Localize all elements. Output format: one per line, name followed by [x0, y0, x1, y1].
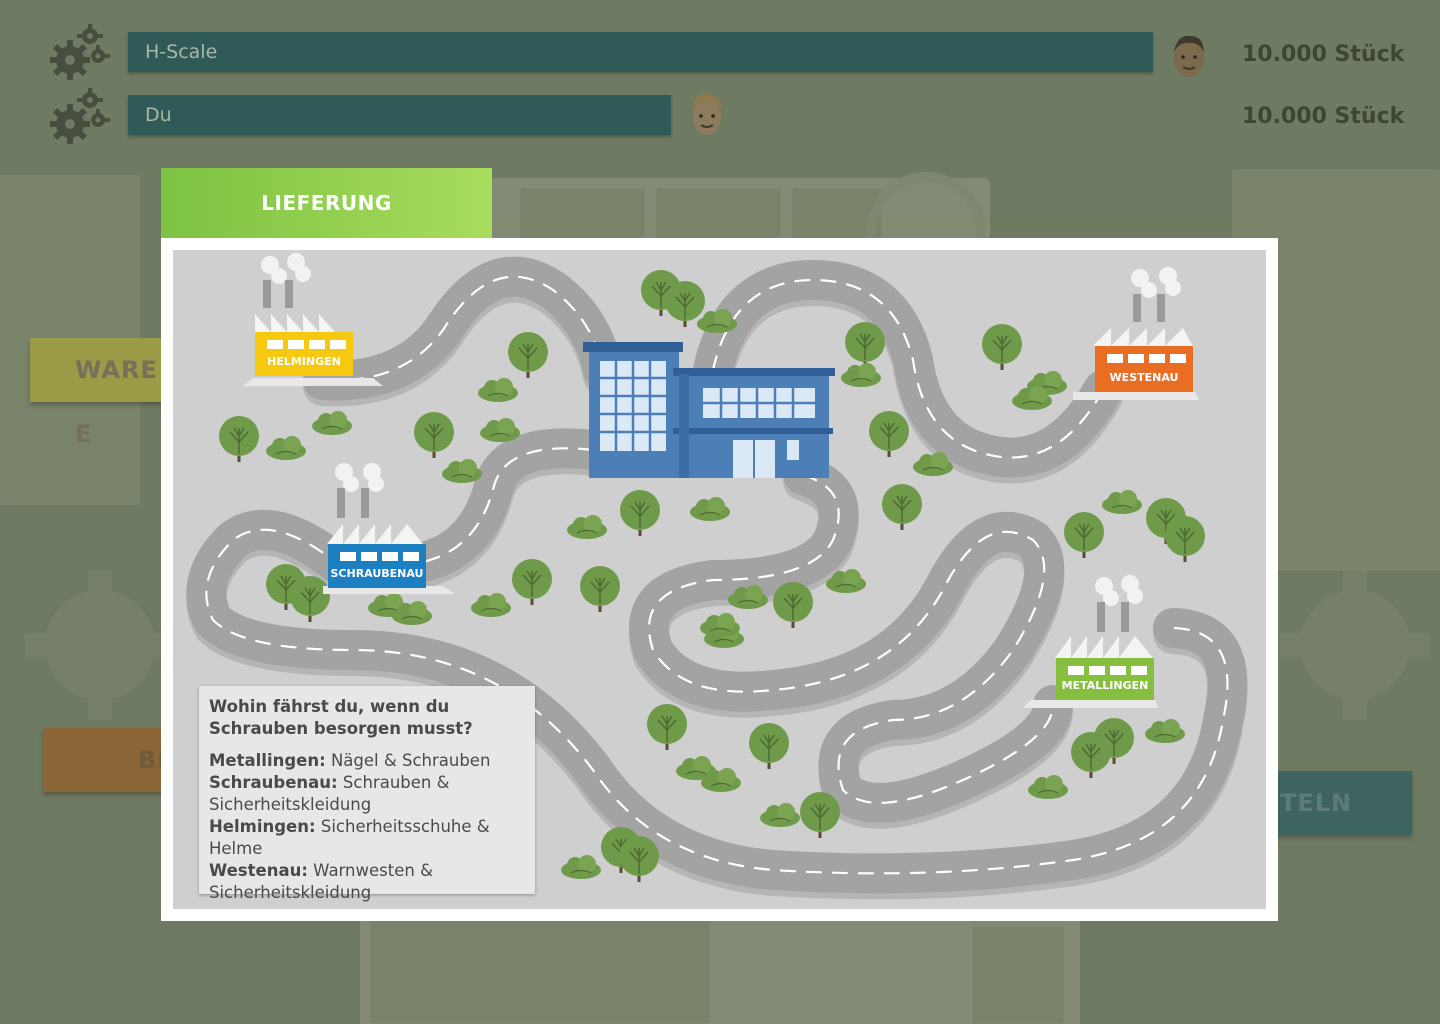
hint-town: Helmingen:	[209, 817, 316, 836]
teln-button-label: TELN	[1280, 789, 1353, 817]
factory-helmingen-sign: HELMINGEN	[255, 332, 353, 376]
hint-entry: Metallingen: Nägel & Schrauben	[209, 750, 525, 772]
ware-button[interactable]: WARE E	[30, 338, 180, 448]
factory-metallingen[interactable]: METALLINGEN	[1056, 578, 1160, 708]
teln-button[interactable]: TELN	[1270, 771, 1412, 835]
factory-schraubenau[interactable]: SCHRAUBENAU	[328, 464, 432, 594]
be-button[interactable]: BE	[43, 728, 183, 792]
hint-goods: Sicherheitsschuhe & Helme	[209, 817, 490, 858]
factory-helmingen-label: HELMINGEN	[267, 355, 341, 368]
factory-smoke	[261, 253, 1181, 606]
progress-bar-opponent: H-Scale	[128, 32, 1153, 72]
hint-entry: Westenau: Warnwesten & Sicherheitskleidu…	[209, 860, 525, 904]
delivery-tab[interactable]: LIEFERUNG	[161, 168, 492, 238]
ware-button-label: WARE E	[75, 356, 158, 448]
hint-town: Westenau:	[209, 861, 308, 880]
hint-goods: Warnwesten & Sicherheitskleidung	[209, 861, 433, 902]
hint-town: Schraubenau:	[209, 773, 338, 792]
factory-schraubenau-sign: SCHRAUBENAU	[328, 544, 426, 588]
factory-westenau[interactable]: WESTENAU	[1095, 266, 1199, 396]
opponent-avatar	[1174, 35, 1204, 77]
road-network	[186, 253, 1248, 900]
factory-helmingen[interactable]: HELMINGEN	[255, 252, 359, 382]
factory-westenau-sign: WESTENAU	[1095, 346, 1193, 392]
hint-entry: Schraubenau: Schrauben & Sicherheitsklei…	[209, 772, 525, 816]
board-tile	[972, 926, 1064, 1024]
player-avatar	[692, 94, 722, 135]
factory-pads	[243, 378, 1199, 708]
delivery-tab-label: LIEFERUNG	[261, 191, 392, 215]
board-tile	[370, 921, 710, 1024]
player-name: Du	[145, 104, 172, 126]
factory-metallingen-sign: METALLINGEN	[1056, 658, 1154, 700]
gear-icon	[25, 570, 175, 720]
gears-icon	[50, 24, 110, 80]
warehouse-building	[583, 342, 835, 478]
gears-icon	[50, 88, 110, 144]
hint-entry: Helmingen: Sicherheitsschuhe & Helme	[209, 816, 525, 860]
opponent-count: 10.000 Stück	[1242, 42, 1405, 67]
progress-bar-player: Du	[128, 95, 671, 135]
gear-icon	[1280, 570, 1430, 720]
player-count: 10.000 Stück	[1242, 104, 1405, 129]
opponent-name: H-Scale	[145, 41, 218, 63]
factory-westenau-label: WESTENAU	[1109, 371, 1179, 384]
hint-goods: Nägel & Schrauben	[325, 751, 491, 770]
factory-schraubenau-label: SCHRAUBENAU	[330, 567, 424, 580]
hint-box: Wohin fährst du, wenn du Schrauben besor…	[199, 686, 535, 902]
board-tile	[656, 188, 781, 240]
factory-metallingen-label: METALLINGEN	[1061, 679, 1149, 692]
hint-town: Metallingen:	[209, 751, 326, 770]
board-tile	[520, 188, 645, 240]
hint-question: Wohin fährst du, wenn du Schrauben besor…	[209, 697, 473, 738]
factory-chimneys	[263, 280, 1165, 632]
hint-goods: Schrauben & Sicherheitskleidung	[209, 773, 450, 814]
factory-roofs	[255, 314, 1193, 658]
